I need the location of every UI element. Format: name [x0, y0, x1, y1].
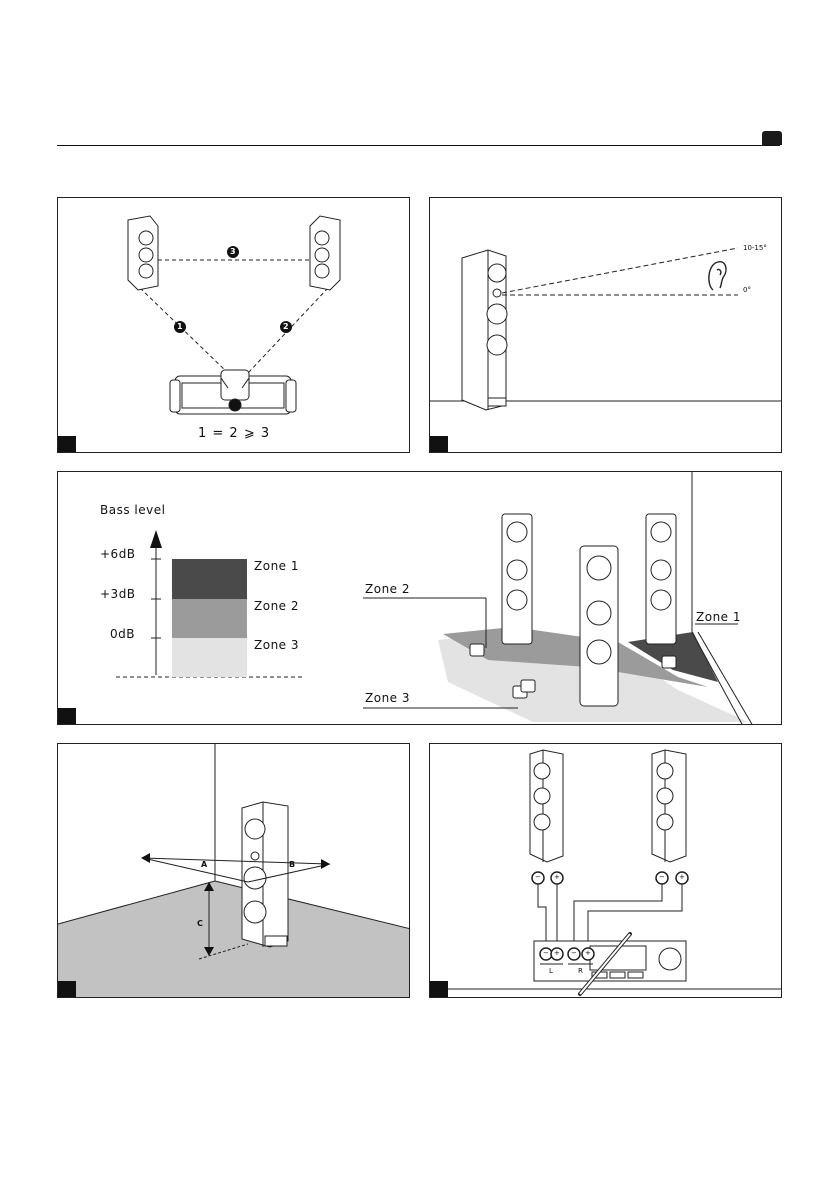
marker-2-label: 2 [283, 323, 289, 331]
panel-corner-marker [58, 708, 76, 724]
right-speaker-plus: + [679, 874, 685, 881]
zone-1-label: Zone 1 [254, 560, 299, 572]
axis-arrow-icon [150, 530, 162, 548]
level-3db: +3dB [100, 588, 136, 600]
amp-left-minus: − [543, 950, 549, 957]
zone-2-bar [172, 599, 247, 638]
panel-wiring: − + − + − + − + L R [429, 743, 782, 998]
panel-corner-marker [58, 981, 76, 997]
floor-area [58, 881, 410, 998]
angle-high-label: 10-15° [743, 245, 767, 252]
amp-right-minus: − [571, 950, 577, 957]
header-rule [57, 145, 780, 146]
level-0db: 0dB [110, 628, 135, 640]
section-tab [762, 131, 782, 145]
equation-text: 1 = 2 ⩾ 3 [198, 427, 270, 440]
room-zone-2-callout: Zone 2 [365, 583, 410, 595]
panel-bass-zones: Bass level +6dB +3dB 0dB Zone 1 Zone 2 Z… [57, 471, 782, 725]
marker-3-label: 3 [230, 248, 236, 256]
amp-left-plus: + [554, 950, 560, 957]
bass-zone-diagram [58, 472, 782, 725]
ear-icon [709, 262, 726, 290]
angle-zero-label: 0° [743, 287, 751, 294]
panel-corner-marker [58, 436, 76, 452]
panel-tweeter-height: 10-15° 0° [429, 197, 782, 453]
arrow-a-icon [141, 853, 150, 863]
right-speaker-icon [310, 216, 340, 290]
room-zone-3-callout: Zone 3 [365, 692, 410, 704]
angle-line-high [502, 248, 738, 293]
zone-2-label: Zone 2 [254, 600, 299, 612]
left-speaker-icon [530, 750, 563, 862]
distance-c-label: C [197, 920, 203, 928]
distance-a-label: A [201, 861, 207, 869]
room-zone-1-callout: Zone 1 [696, 611, 741, 623]
tower-speaker-icon [462, 250, 507, 410]
right-speaker-minus: − [659, 874, 665, 881]
ear-height-diagram [430, 198, 782, 453]
speaker-center-icon [580, 546, 618, 706]
left-speaker-plus: + [554, 874, 560, 881]
left-channel-label: L [549, 968, 553, 975]
bass-level-title: Bass level [100, 504, 165, 516]
distance-b-label: B [289, 861, 295, 869]
thumbs-down-icon [662, 656, 676, 668]
triangle-diagram [58, 198, 410, 453]
left-speaker-minus: − [535, 874, 541, 881]
marker-1-label: 1 [177, 323, 183, 331]
amp-right-plus: + [585, 950, 591, 957]
zone-1-bar [172, 559, 247, 599]
distance-line-a-b [143, 858, 328, 864]
panel-corner-marker [430, 436, 448, 452]
arrow-b-icon [321, 859, 330, 869]
right-channel-label: R [578, 968, 583, 975]
speaker-right-icon [646, 514, 676, 644]
wiring-diagram [430, 744, 782, 998]
level-6db: +6dB [100, 548, 136, 560]
speaker-left-icon [502, 514, 532, 644]
panel-corner-marker [430, 981, 448, 997]
wall-distance-diagram [58, 744, 410, 998]
left-speaker-icon [128, 216, 158, 290]
zone-3-label: Zone 3 [254, 639, 299, 651]
panel-listening-triangle: 3 1 2 1 = 2 ⩾ 3 [57, 197, 410, 453]
panel-wall-distances: A B C [57, 743, 410, 998]
zone-3-bar [172, 638, 247, 677]
right-speaker-icon [652, 750, 686, 862]
